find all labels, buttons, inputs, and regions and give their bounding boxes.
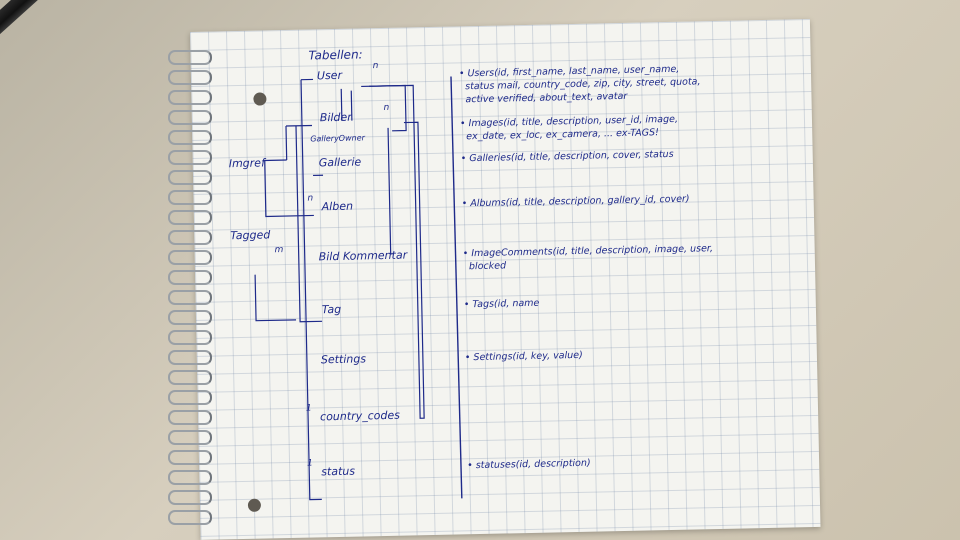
imgref-label: Imgref (229, 156, 267, 170)
heading-text: Tabellen: (308, 47, 362, 62)
entity-label: Bilder (320, 111, 354, 125)
schema-line: • Settings(id, key, value) (465, 350, 583, 363)
multiplicity-mark: 1 (306, 404, 312, 414)
entity-label: GalleryOwner (310, 133, 366, 143)
entity-label: Bild Kommentar (319, 248, 409, 263)
tagged-mult: m (274, 245, 283, 255)
schema-line: • Images(id, title, description, user_id… (460, 114, 678, 130)
schema-line: active verified, about_text, avatar (465, 91, 628, 105)
schema-line: • ImageComments(id, title, description, … (463, 243, 713, 259)
entity-list: UsernBildernGalleryOwnerGallerieAlbennBi… (306, 61, 409, 479)
entity-label: Tag (322, 303, 342, 316)
entity-label: status (321, 465, 355, 479)
entity-label: Settings (321, 352, 367, 366)
entity-label: User (317, 69, 344, 83)
entity-label: country_codes (320, 409, 400, 424)
schema-line: • Users(id, first_name, last_name, user_… (459, 64, 680, 80)
entity-label: Gallerie (319, 155, 362, 169)
schema-line: • Tags(id, name (464, 298, 540, 311)
relation-lines (254, 78, 425, 501)
schema-line: • Albums(id, title, description, gallery… (462, 194, 690, 210)
multiplicity-mark: n (384, 103, 390, 113)
schema-line: • Galleries(id, title, description, cove… (461, 149, 674, 164)
schema-line: ex_date, ex_loc, ex_camera, ... ex-TAGS! (466, 127, 659, 142)
schema-list: • Users(id, first_name, last_name, user_… (459, 64, 713, 472)
column-divider (450, 76, 463, 499)
multiplicity-mark: 1 (307, 459, 313, 469)
handwriting-layer: Tabellen: UsernBildernGalleryOwnerGaller… (229, 47, 713, 501)
multiplicity-mark: n (373, 61, 379, 71)
schema-line: • statuses(id, description) (467, 458, 591, 472)
tagged-label: Tagged (230, 228, 271, 242)
multiplicity-mark: n (307, 193, 313, 203)
schema-line: blocked (469, 260, 507, 272)
entity-label: Alben (321, 200, 354, 214)
schema-line: status mail, country_code, zip, city, st… (465, 76, 700, 92)
